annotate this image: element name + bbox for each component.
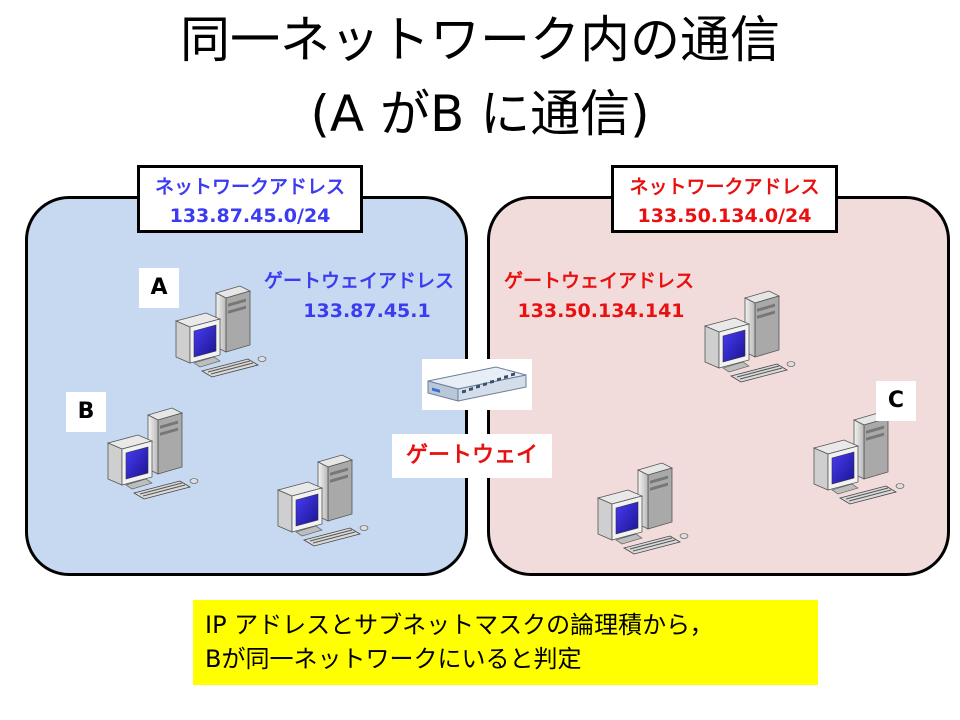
host-label-c: C [876,381,916,421]
network-address-value: 133.87.45.0/24 [169,205,331,227]
network-address-box-right: ネットワークアドレス 133.50.134.0/24 [611,165,838,233]
computer-icon-b [107,407,199,500]
gateway-label: ゲートウェイ [392,434,552,478]
gateway-device [422,359,532,410]
note-line-2: Bが同一ネットワークにいると判定 [205,645,582,673]
network-address-heading: ネットワークアドレス [629,176,820,198]
network-address-heading: ネットワークアドレス [154,176,345,198]
computer-icon [277,454,369,547]
computer-icon [597,462,689,555]
gateway-address-heading: ゲートウェイアドレス [263,270,454,292]
network-address-box-left: ネットワークアドレス 133.87.45.0/24 [137,165,363,233]
network-right-region [487,196,950,576]
host-label-b: B [66,392,106,432]
computer-icon-a [175,285,267,378]
switch-hub-icon [427,366,527,402]
explanation-note: IP アドレスとサブネットマスクの論理積から， Bが同一ネットワークにいると判定 [193,600,818,685]
note-line-1: IP アドレスとサブネットマスクの論理積から， [205,611,714,639]
network-address-value: 133.50.134.0/24 [637,205,812,227]
computer-icon [704,290,796,383]
gateway-address-value: 133.87.45.1 [303,300,431,322]
gateway-address-heading: ゲートウェイアドレス [503,270,694,292]
gateway-address-value: 133.50.134.141 [517,300,685,322]
host-label-a: A [139,268,179,308]
page-title: 同一ネットワーク内の通信 [180,11,780,69]
page-subtitle: (A がB に通信) [310,85,650,143]
computer-icon-c [813,412,905,505]
network-left-region [25,196,468,576]
gateway-address-left: ゲートウェイアドレス 133.87.45.1 [254,266,464,326]
gateway-address-right: ゲートウェイアドレス 133.50.134.141 [494,266,704,326]
